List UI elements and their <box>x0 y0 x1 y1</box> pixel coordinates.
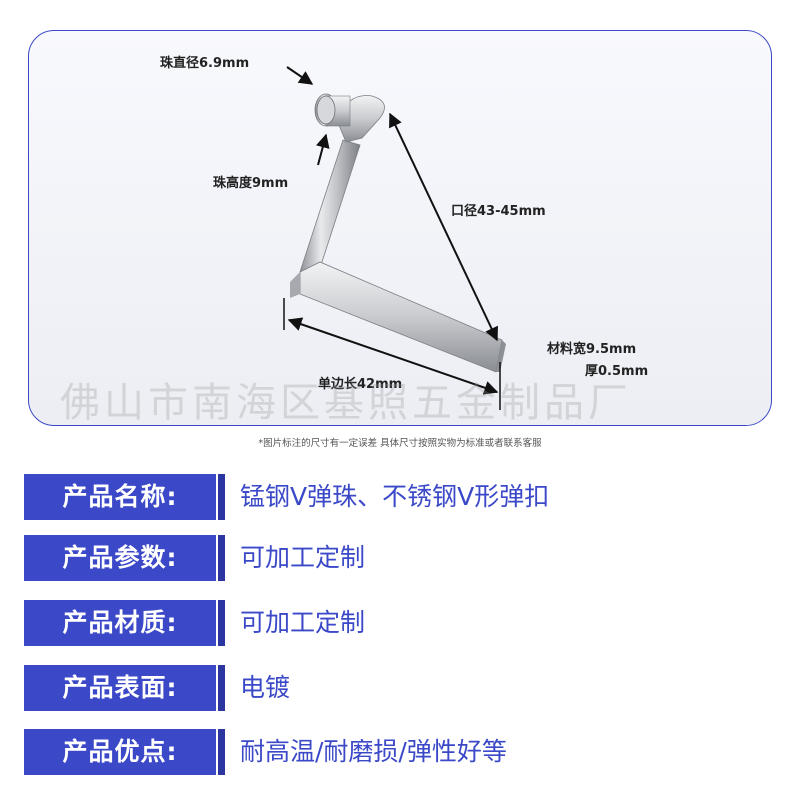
spec-row-surface: 产品表面: 电镀 <box>24 665 764 711</box>
spec-divider <box>218 665 225 711</box>
opening-label: 口径43-45mm <box>451 204 546 219</box>
spec-value: 可加工定制 <box>240 543 366 572</box>
bead <box>314 93 385 143</box>
bead-height-label: 珠高度9mm <box>213 176 289 191</box>
spec-row-advantages: 产品优点: 耐高温/耐磨损/弹性好等 <box>24 729 764 775</box>
bead-diameter-label: 珠直径6.9mm <box>160 56 250 71</box>
spec-value: 锰钢V弹珠、不锈钢V形弹扣 <box>240 482 550 511</box>
v-spring-clip-diagram <box>283 66 506 410</box>
spec-label: 产品材质: <box>24 600 216 646</box>
spec-row-material: 产品材质: 可加工定制 <box>24 600 764 646</box>
spec-value: 电镀 <box>240 673 291 702</box>
spec-divider <box>218 729 225 775</box>
spec-row-parameters: 产品参数: 可加工定制 <box>24 535 764 581</box>
spec-value: 可加工定制 <box>240 608 366 637</box>
side-length-label: 单边长42mm <box>318 377 403 392</box>
material-width-label: 材料宽9.5mm <box>547 342 637 357</box>
dimension-lines <box>283 66 501 410</box>
spec-label: 产品表面: <box>24 665 216 711</box>
spec-label: 产品参数: <box>24 535 216 581</box>
dimension-note: *图片标注的尺寸有一定误差 具体尺寸按照实物为标准或者联系客服 <box>258 438 542 449</box>
spec-label: 产品优点: <box>24 729 216 775</box>
watermark: 佛山市南海区基照五金制品厂 <box>60 380 632 426</box>
spec-divider <box>218 600 225 646</box>
thickness-label: 厚0.5mm <box>585 364 649 379</box>
spec-divider <box>218 535 225 581</box>
spec-row-name: 产品名称: 锰钢V弹珠、不锈钢V形弹扣 <box>24 474 764 520</box>
spec-divider <box>218 474 225 520</box>
spec-label: 产品名称: <box>24 474 216 520</box>
spec-value: 耐高温/耐磨损/弹性好等 <box>240 737 507 766</box>
clip-body <box>290 139 506 373</box>
